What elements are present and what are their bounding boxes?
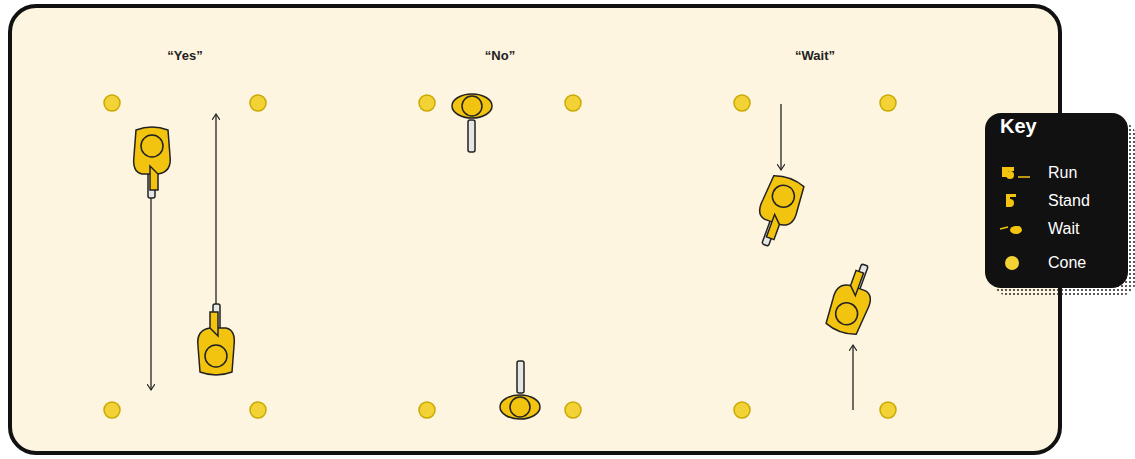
legend-title: Key: [1000, 115, 1037, 138]
legend-icon: [1005, 256, 1019, 270]
legend-text: Cone: [1048, 254, 1086, 272]
legend-text: Stand: [1048, 192, 1090, 210]
panel-label: “Yes”: [167, 48, 202, 63]
legend-swatch: [1005, 256, 1019, 270]
key-panel: [985, 113, 1128, 288]
cones: [104, 95, 896, 418]
legend-icon: [1000, 226, 1022, 234]
legend-icon: [1002, 167, 1030, 179]
panel-label: “Wait”: [795, 48, 835, 63]
legend-text: Run: [1048, 164, 1077, 182]
batters: [134, 94, 882, 419]
panel-label: “No”: [485, 48, 515, 63]
legend-text: Wait: [1048, 220, 1079, 238]
legend-icon: [1006, 194, 1016, 207]
run-arrows: [151, 104, 853, 410]
